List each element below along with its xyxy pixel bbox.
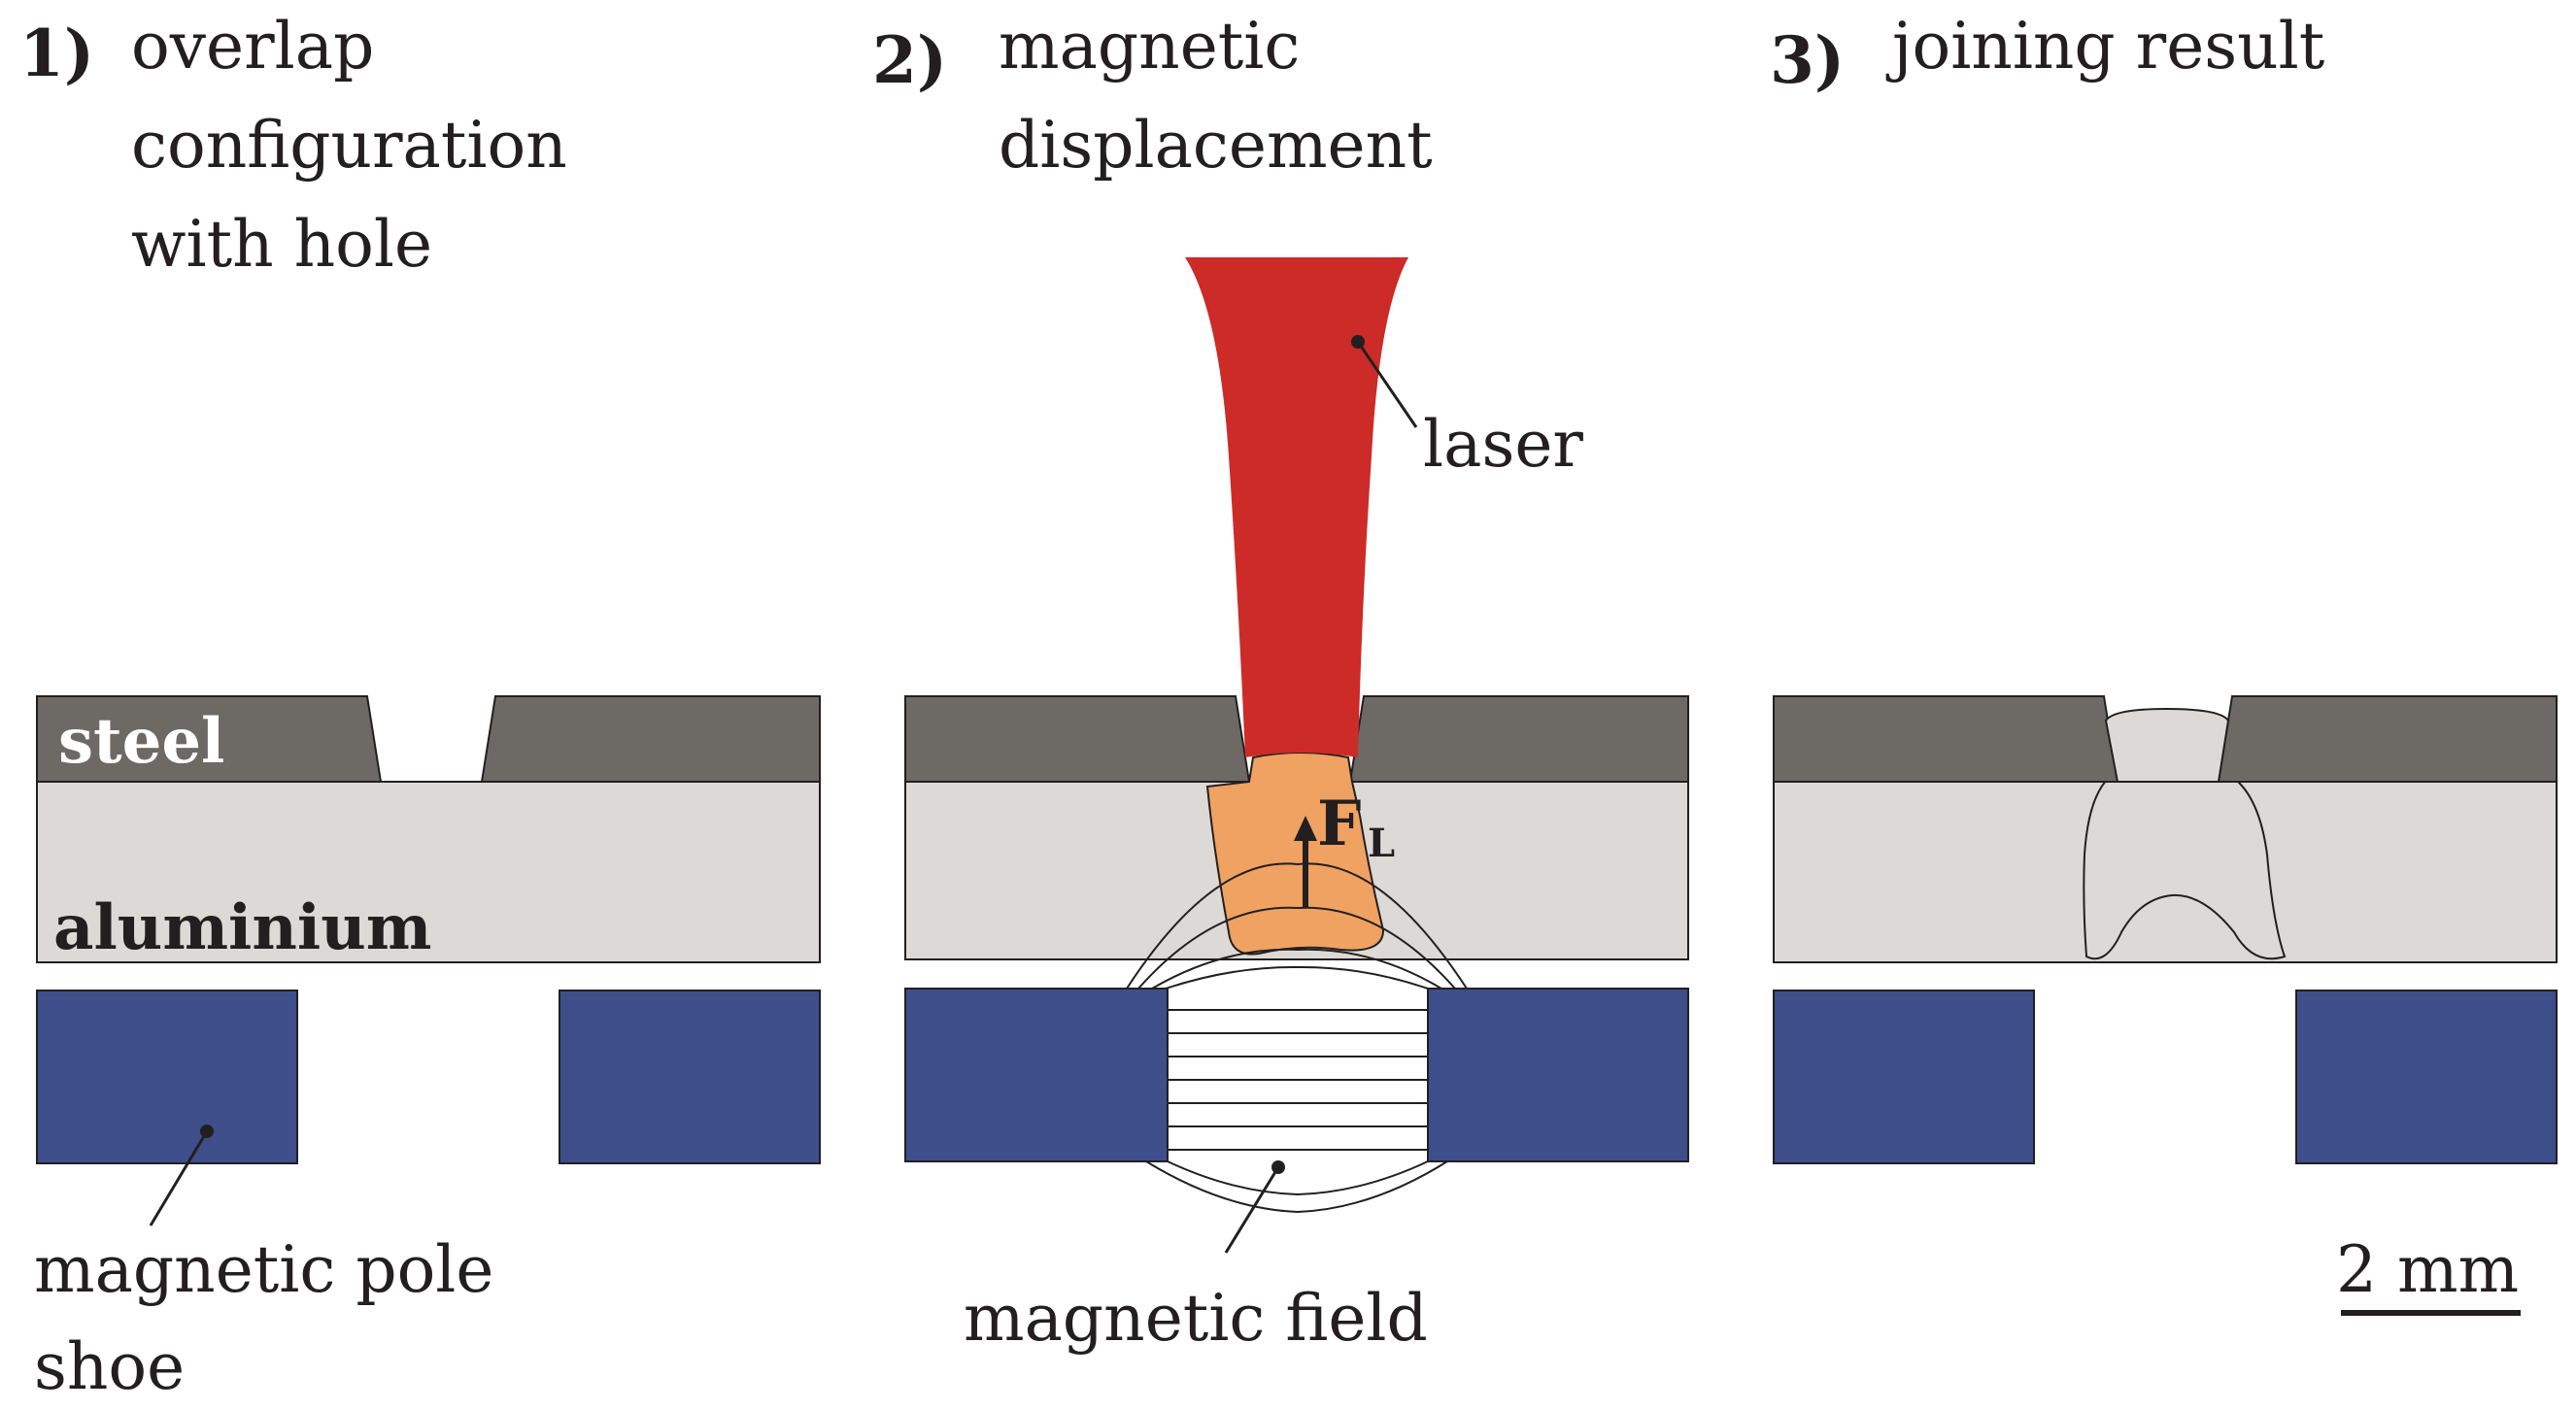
pole-shoe-3-right	[2295, 990, 2558, 1164]
pole-shoe-label-line-2: shoe	[34, 1329, 185, 1404]
steel-plate-1-right	[480, 695, 821, 783]
steel-plate-2-left	[904, 695, 1251, 783]
pole-shoe-leader-line	[149, 1130, 209, 1226]
pole-shoe-1-left	[36, 990, 298, 1164]
step-1-title-line-1: overlap	[131, 9, 374, 84]
field-leader-line	[1224, 1166, 1280, 1254]
melt-pool	[1205, 752, 1385, 956]
pole-shoe-label-line-1: magnetic pole	[34, 1232, 493, 1307]
step-1-title-line-2: configuration	[131, 108, 567, 183]
aluminium-label: aluminium	[53, 891, 431, 964]
step-3-number: 3)	[1770, 22, 1845, 98]
panel-3: 3) joining result 2 mm	[1770, 9, 2558, 1316]
step-3-title-line-1: joining result	[1885, 9, 2324, 84]
steel-label: steel	[58, 705, 224, 778]
steel-plate-2-right	[1348, 695, 1689, 783]
steel-plate-1-left	[36, 695, 383, 783]
panel-1: 1) overlap configuration with hole steel…	[19, 9, 821, 1404]
force-label: F	[1317, 788, 1361, 860]
pole-shoe-2-right	[1427, 988, 1689, 1162]
force-arrow-head	[1294, 816, 1317, 841]
laser-beam	[1185, 257, 1408, 757]
aluminium-plate-1	[36, 781, 821, 963]
step-2-title-line-1: magnetic	[999, 9, 1300, 84]
laser-leader-line	[1356, 341, 1418, 428]
laser-label: laser	[1423, 407, 1583, 482]
step-1-title-line-3: with hole	[131, 207, 432, 282]
steel-plate-3-left	[1773, 695, 2119, 783]
magnetic-field-lines	[1126, 862, 1468, 1214]
pole-shoe-1-right	[559, 990, 821, 1164]
step-1-number: 1)	[19, 16, 94, 91]
step-2-title-line-2: displacement	[999, 108, 1433, 183]
force-label-subscript: L	[1368, 821, 1395, 866]
pole-shoe-2-left	[904, 988, 1169, 1162]
step-2-number: 2)	[872, 22, 947, 98]
panel-2: 2) magnetic displacement F L	[872, 9, 1689, 1356]
scale-bar-label: 2 mm	[2336, 1232, 2519, 1307]
joined-plug-top	[2104, 707, 2230, 783]
steel-plate-3-right	[2217, 695, 2558, 783]
pole-shoe-3-left	[1773, 990, 2035, 1164]
magnetic-field-label: magnetic field	[964, 1281, 1428, 1356]
